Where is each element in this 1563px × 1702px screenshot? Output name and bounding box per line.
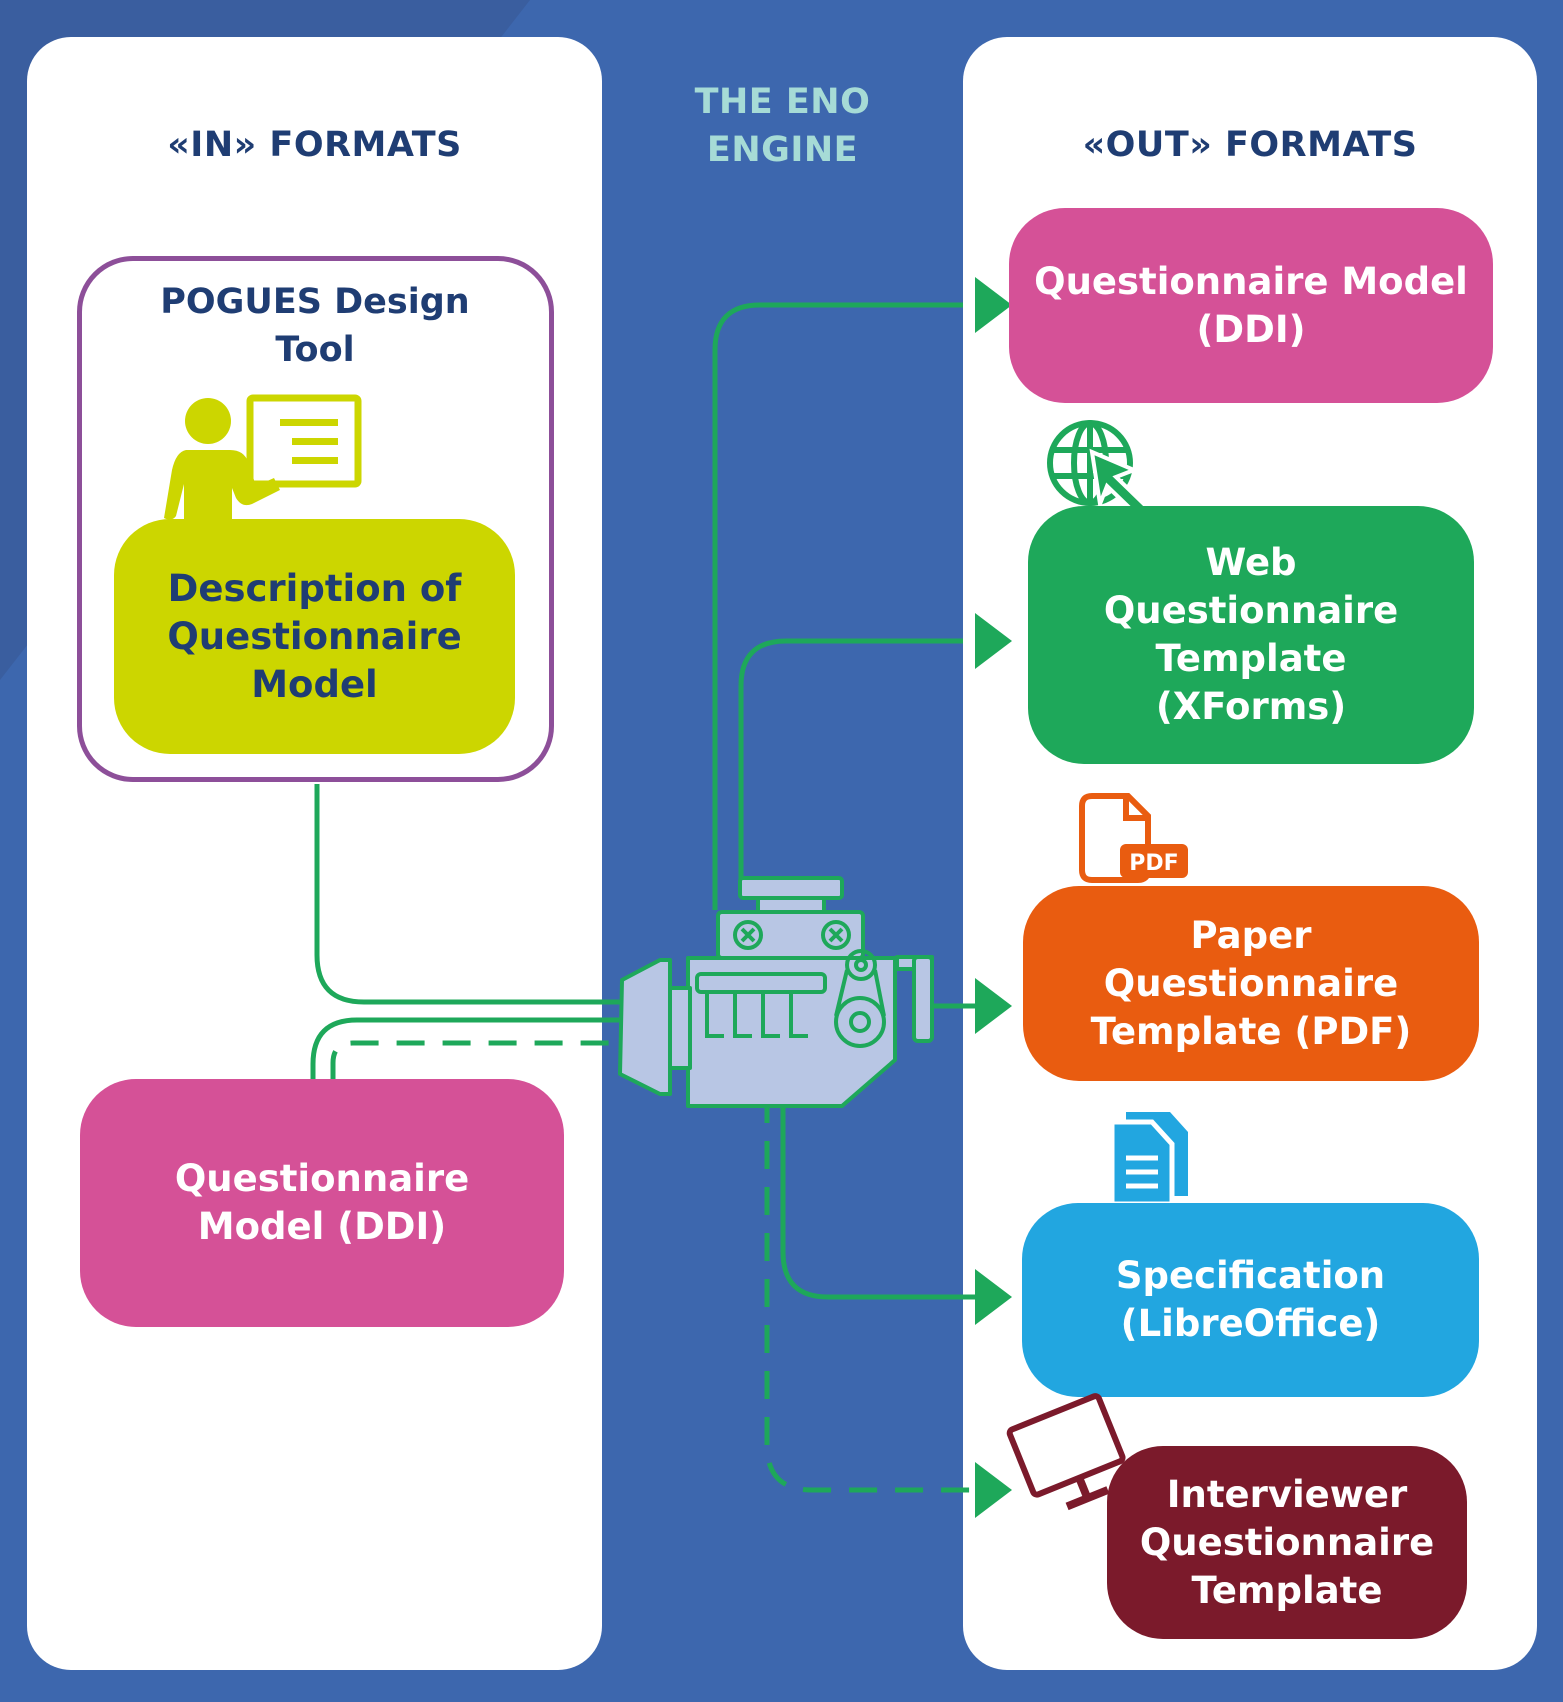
- web-questionnaire-template-box: Web Questionnaire Template (XForms): [1028, 506, 1474, 764]
- specification-libreoffice-box: Specification (LibreOffice): [1022, 1203, 1479, 1397]
- in-formats-title: «IN» FORMATS: [167, 125, 462, 165]
- description-of-questionnaire-model-box: Description of Questionnaire Model: [114, 519, 515, 754]
- paper-questionnaire-template-box: Paper Questionnaire Template (PDF): [1023, 886, 1479, 1081]
- eno-engine-title: THE ENO ENGINE: [694, 82, 871, 170]
- out-formats-title: «OUT» FORMATS: [1082, 125, 1418, 165]
- out-questionnaire-model-ddi-box: Questionnaire Model (DDI): [1009, 208, 1493, 403]
- interviewer-questionnaire-template-box: Interviewer Questionnaire Template: [1107, 1446, 1467, 1639]
- pogues-title: POGUES Design Tool: [160, 282, 470, 370]
- in-questionnaire-model-ddi-box: Questionnaire Model (DDI): [80, 1079, 564, 1327]
